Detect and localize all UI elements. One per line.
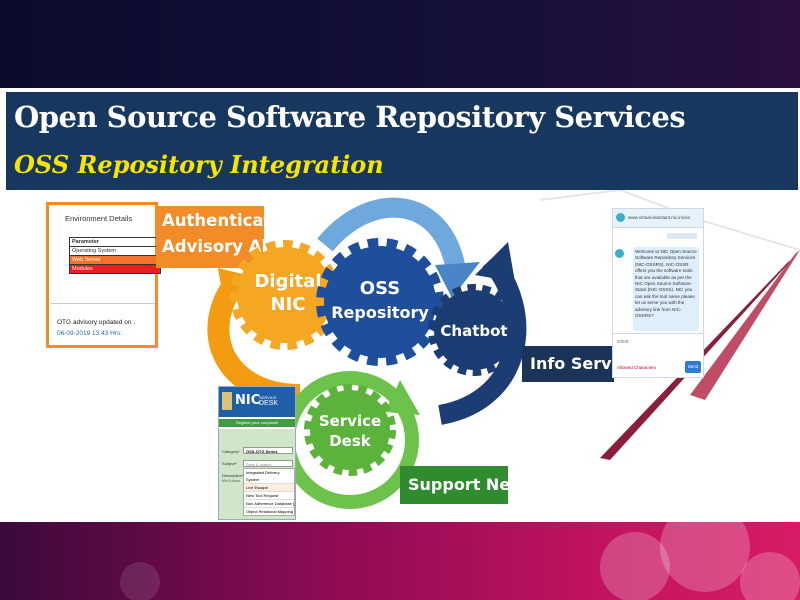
subject-option[interactable]: Integrated Delivery System: [244, 469, 294, 484]
top-dark-band: [0, 0, 800, 88]
bot-avatar-icon: [616, 213, 625, 222]
category-label: Category*: [222, 449, 240, 454]
environment-details-card: Environment Details Parameter Operating …: [46, 202, 161, 348]
otg-advisory-date[interactable]: 06-09-2019 13:43 Hrs.: [57, 330, 123, 337]
slide-title: Open Source Software Repository Services: [14, 100, 686, 134]
send-button[interactable]: Send: [685, 361, 701, 373]
service-desk-text-2: Desk: [329, 432, 372, 450]
bot-message: Welcome to NIC Open Source Software Repo…: [633, 247, 699, 331]
support-needs-text: Support Needs: [408, 475, 542, 494]
authentication-text: Authentication: [162, 211, 301, 230]
chatbot-text: Chatbot: [440, 322, 507, 340]
blue-cycle-arrow-top: [317, 197, 465, 268]
support-needs-label: Support Needs: [400, 466, 542, 504]
slide-subtitle: OSS Repository Integration: [14, 150, 384, 179]
oss-cycle-diagram: Digital NIC OSS Repository Chatbot Servi…: [207, 197, 527, 509]
desk-brand: DESK: [259, 400, 279, 407]
category-select[interactable]: OSS-OTG Series: [243, 447, 293, 454]
description-sub: Min 5 chars: [222, 479, 241, 483]
authentication-advisory-label: Authentication Advisory Alerts: [156, 206, 304, 268]
env-row-modules: Modules: [70, 265, 160, 273]
bot-avatar-icon-2: [615, 249, 624, 258]
env-row-os: Operating System: [70, 247, 160, 256]
description-label: Description*: [222, 473, 244, 478]
title-banner: [6, 92, 798, 190]
subject-option[interactable]: Non Adherence Database (Mig Data): [244, 500, 294, 508]
subject-option[interactable]: Object Relational Mapping: [246, 509, 293, 514]
service-desk-window: NIC SERVICE DESK Register your complaint…: [218, 386, 296, 520]
register-complaint-bar[interactable]: Register your complaint: [219, 419, 295, 427]
green-arrow-head: [385, 380, 420, 415]
chatbot-window: www.virtual-assistant.nic.in/oss Welcome…: [612, 208, 704, 378]
allowed-characters: Allowed Characters: [617, 365, 657, 370]
digital-nic-text-1: Digital: [254, 271, 321, 292]
digital-nic-text-2: NIC: [271, 294, 306, 315]
oss-repository-text-2: Repository: [331, 303, 429, 322]
env-heading: Environment Details: [65, 214, 133, 223]
subject-label: Subject*: [222, 461, 237, 466]
info-services-label: Info Services: [522, 346, 647, 382]
subject-option[interactable]: New Tool Request: [244, 492, 294, 500]
env-row-web-server: Web Server: [70, 256, 160, 265]
service-desk-text-1: Service: [319, 412, 381, 430]
emblem-icon: [222, 392, 232, 410]
bottom-pink-band: [0, 522, 800, 600]
oss-repository-text-1: OSS: [360, 278, 400, 299]
subject-option[interactable]: Live Escape: [244, 484, 294, 492]
nic-brand: NIC: [235, 393, 261, 408]
chat-header: www.virtual-assistant.nic.in/oss: [628, 215, 691, 220]
blue-arrow-head-top: [435, 262, 480, 298]
env-table-header: Parameter: [70, 238, 160, 247]
otg-advisory-label: OTG advisory updated on :: [57, 319, 136, 326]
subject-input[interactable]: Type & search: [243, 460, 293, 467]
service-brand: SERVICE: [259, 395, 277, 400]
service-desk-gear: [304, 384, 396, 476]
chat-input-hint[interactable]: 0/200: [617, 339, 629, 344]
chatbot-gear: [428, 284, 520, 376]
navy-arrow-head-right: [475, 242, 515, 282]
oss-repository-gear: [316, 238, 444, 366]
